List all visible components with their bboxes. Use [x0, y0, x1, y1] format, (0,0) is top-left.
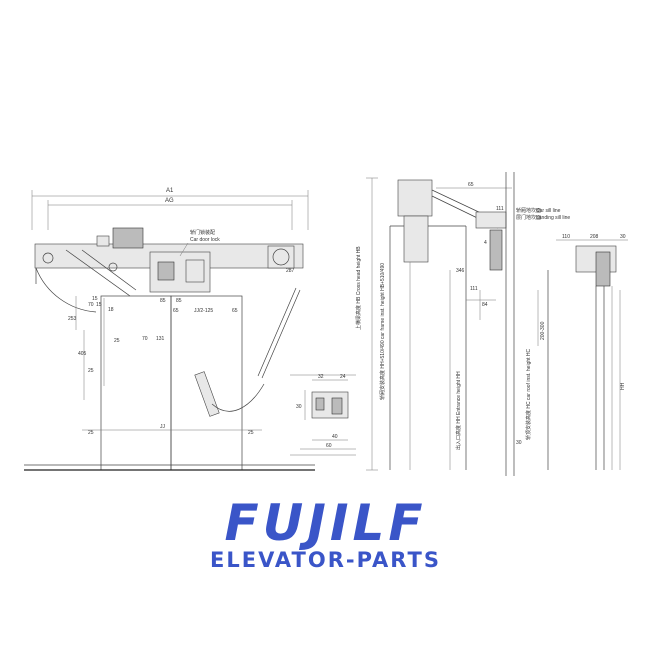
svg-text:24: 24 [340, 374, 346, 380]
dim-a1-label: A1 [166, 188, 174, 194]
cross-head-height-label: 上横梁高度 HB Cross head height HB [355, 246, 362, 330]
svg-text:15: 15 [92, 296, 98, 302]
door-motor [112, 227, 144, 249]
svg-text:25: 25 [88, 430, 94, 436]
svg-text:25: 25 [248, 430, 254, 436]
svg-text:65: 65 [173, 308, 179, 314]
svg-text:85: 85 [176, 298, 182, 304]
car-sill-line-label: Car sill line [536, 208, 561, 214]
entrance-height-label: 出入口高度 HH Entrance height HH [455, 371, 462, 450]
brand-tagline: ELEVATOR-PARTS [210, 548, 441, 572]
svg-text:60: 60 [326, 443, 332, 449]
svg-text:253: 253 [68, 316, 77, 322]
svg-text:32: 32 [318, 374, 324, 380]
detail-view: 32 24 30 40 60 [290, 374, 356, 456]
svg-text:110: 110 [562, 234, 570, 240]
svg-text:30: 30 [620, 234, 626, 240]
svg-text:25: 25 [88, 368, 94, 374]
svg-text:25: 25 [114, 338, 120, 344]
svg-text:84: 84 [482, 302, 488, 308]
svg-text:30: 30 [296, 404, 302, 410]
svg-text:111: 111 [496, 206, 504, 212]
svg-text:15: 15 [96, 302, 102, 308]
svg-text:200-300: 200-300 [540, 321, 546, 340]
door-panel-left [100, 295, 172, 471]
svg-text:70: 70 [142, 336, 148, 342]
svg-text:65: 65 [232, 308, 238, 314]
car-roof-height-label: 轿顶安装高度 HC car roof inst. height HC [525, 348, 532, 440]
svg-text:287: 287 [286, 268, 295, 274]
svg-text:70: 70 [88, 302, 94, 308]
dim-ag-label: AG [165, 198, 174, 204]
svg-text:131: 131 [156, 336, 165, 342]
svg-text:JJ: JJ [160, 424, 166, 430]
car-door-lock-en: Car door lock [190, 237, 220, 243]
car-door-lock-cn: 轿门锁装配 [190, 229, 215, 236]
car-frame-height-label: 轿厢安装高度 HH+510/490 car frame inst. height… [379, 263, 386, 400]
car-sill-line-cn: 轿厢地坎面 [516, 207, 541, 214]
svg-text:40: 40 [332, 434, 338, 440]
svg-text:HH: HH [620, 382, 626, 390]
right-view: 110 208 30 200-300 HH [537, 234, 628, 470]
svg-text:4: 4 [484, 240, 487, 246]
side-header [397, 179, 433, 217]
svg-text:JJ/2-125: JJ/2-125 [194, 308, 213, 314]
svg-text:65: 65 [468, 182, 474, 188]
svg-text:208: 208 [590, 234, 599, 240]
landing-sill-line-label: Landing sill line [536, 215, 570, 221]
side-view: 65 111 4 346 111 84 30 Car sill line 轿厢地… [355, 172, 570, 476]
front-view-dimensions: 287 85 85 65 JJ/2-125 65 70 131 25 15 18… [68, 268, 295, 436]
front-view: A1 AG 轿门锁装配 Car door lock [24, 188, 315, 471]
brand-logo: FUJILF [224, 494, 427, 552]
hanger-arc [35, 267, 97, 313]
svg-text:346: 346 [456, 268, 465, 274]
svg-text:18: 18 [108, 307, 114, 313]
svg-text:85: 85 [160, 298, 166, 304]
landing-sill-line-cn: 层门地坎面 [516, 214, 541, 221]
svg-text:30: 30 [516, 440, 522, 446]
svg-text:111: 111 [470, 286, 478, 292]
svg-text:405: 405 [78, 351, 87, 357]
